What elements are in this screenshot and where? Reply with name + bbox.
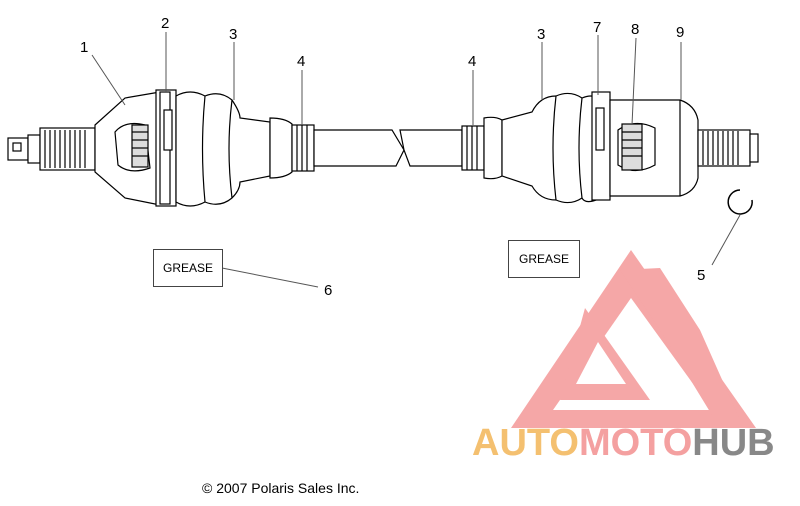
grease-label-right: GREASE [508, 240, 580, 278]
callout-5: 5 [697, 267, 706, 284]
callout-7: 7 [593, 19, 602, 36]
watermark-logo [511, 250, 756, 428]
axle-shaft [313, 129, 463, 167]
watermark-auto: AUTO [472, 422, 579, 464]
right-boot [461, 92, 597, 204]
callout-3-right: 3 [537, 26, 546, 43]
callout-6: 6 [324, 282, 333, 299]
watermark-moto: MOTO [578, 422, 693, 464]
callout-4-left: 4 [297, 53, 306, 70]
watermark-brand: AUTOMOTOHUB [472, 422, 775, 465]
right-cv-housing [591, 91, 699, 201]
callout-3-left: 3 [229, 26, 238, 43]
left-cv-housing [94, 89, 177, 207]
callout-9: 9 [676, 24, 685, 41]
watermark-hub: HUB [692, 422, 775, 464]
callout-4-right: 4 [468, 53, 477, 70]
callout-8: 8 [631, 21, 640, 38]
grease-label-left: GREASE [153, 249, 223, 287]
leader-lines [91, 32, 741, 288]
callout-1: 1 [80, 39, 89, 56]
copyright-notice: © 2007 Polaris Sales Inc. [202, 480, 360, 496]
right-stub-shaft [697, 129, 759, 167]
left-boot [175, 91, 315, 207]
circlip [727, 189, 753, 215]
left-stub-shaft [7, 127, 96, 171]
callout-2: 2 [161, 15, 170, 32]
